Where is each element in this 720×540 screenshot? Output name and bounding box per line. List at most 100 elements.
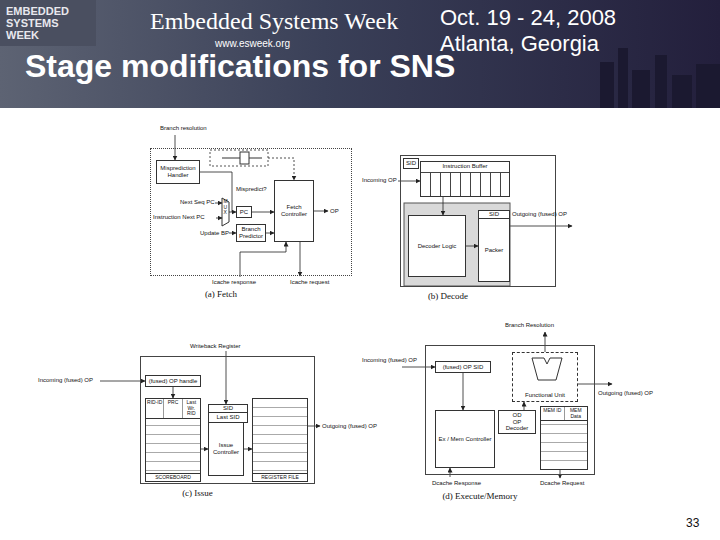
box-label: Functional Unit [525, 392, 565, 399]
connector [201, 449, 208, 450]
event-place: Atlanta, Georgia [440, 32, 599, 56]
logo-text: EMBEDDED [6, 5, 69, 17]
register-symbol [240, 152, 249, 164]
connector [524, 402, 525, 410]
mux-label: MUX [224, 199, 227, 216]
register-box: SIDLast SID [208, 404, 248, 423]
box-label: Branch Predictor [239, 226, 263, 239]
box-label: SID [406, 160, 416, 167]
box-label: Misprediction Handler [159, 165, 197, 178]
city-skyline [600, 48, 720, 108]
signal-label: Incoming (fused) OP [38, 377, 93, 384]
signal-label: Branch Resolution [505, 322, 554, 329]
stage-panel: (d) Execute/Memory(fused) OP SIDFunction… [425, 345, 595, 475]
table-title: SCOREBOARD [146, 473, 200, 482]
box-label: (fused) OP handle [149, 378, 198, 385]
box-label: Decoder Logic [418, 243, 457, 250]
signal-label: Outgoing (fused) OP [598, 390, 653, 397]
process-box: ODOP Decoder [498, 410, 536, 434]
box-label: Fetch Controller [277, 204, 311, 217]
signal-label: Next Seq PC [180, 199, 215, 206]
process-box: Ex / Mem Controller [435, 410, 495, 468]
signal-label: Outgoing (fused) OP [322, 423, 377, 430]
table-header: MEM IDMEM Data [541, 407, 587, 421]
event-name: Embedded Systems Week [150, 8, 398, 34]
box-label: Packer [484, 247, 505, 254]
signal-label: OP [330, 208, 339, 215]
web-address: www.esweek.org [215, 38, 290, 49]
stage-caption: (b) Decode [371, 292, 525, 302]
box-label: Last SID [215, 414, 240, 421]
box-label: Ex / Mem Controller [438, 436, 491, 443]
box-label: Instruction Buffer [421, 162, 509, 173]
header-banner [0, 0, 720, 108]
wire [222, 158, 262, 159]
stage-panel: (b) DecodeSIDInstruction BufferDecoder L… [400, 155, 556, 287]
process-box: Fetch Controller [274, 180, 314, 242]
logo-text: SYSTEMS [6, 17, 59, 29]
box-label: OP Decoder [501, 419, 533, 432]
signal-label: Mispredict? [236, 186, 267, 193]
shaded-panel [404, 203, 510, 286]
table-cell: Last Wr. RID [183, 399, 200, 418]
connector [244, 449, 252, 450]
table-cell: PRC [164, 399, 182, 418]
process-box: Issue Controller [208, 422, 244, 476]
signal-label: Icache request [290, 279, 329, 286]
stage-panel: (c) Issue(fused) OP handleRID-IDPRCLast … [140, 356, 315, 484]
signal-label: Incoming (fused) OP [362, 357, 417, 364]
process-box: SID [403, 158, 419, 169]
dotted-region [210, 150, 268, 166]
stage-caption: (a) Fetch [121, 290, 321, 300]
buffer-box: Instruction Buffer [420, 161, 510, 197]
process-box: Misprediction Handler [156, 160, 200, 184]
box-label: SID [209, 405, 247, 413]
signal-label: Branch resolution [160, 125, 207, 132]
alu-symbol [532, 358, 562, 380]
signal-label: Writeback Register [190, 343, 241, 350]
stage-panel: (a) FetchMisprediction HandlerPCFetch Co… [150, 148, 352, 276]
connector [173, 387, 174, 398]
process-box: PC [236, 206, 252, 218]
signal-label: Outgoing (fused) OP [512, 211, 567, 218]
table-box: RID-IDPRCLast Wr. RID SCOREBOARD [145, 398, 201, 482]
signal-label: Icache response [212, 279, 256, 286]
box-label: Issue Controller [211, 442, 241, 455]
connector [266, 233, 274, 234]
slide-title: Stage modifications for SNS [25, 50, 455, 82]
table-cell: MEM ID [541, 407, 565, 420]
functional-unit: Functional Unit [512, 352, 578, 402]
logo-block [0, 0, 96, 46]
page-number: 33 [686, 517, 699, 530]
box-label: PC [240, 209, 248, 216]
table-box: MEM IDMEM Data [540, 406, 588, 470]
box-label: (fused) OP SID [443, 364, 484, 371]
mux-symbol [222, 198, 229, 226]
signal-label: Dcache Request [540, 480, 584, 487]
connector [463, 373, 464, 410]
box-label: OD [513, 412, 522, 419]
event-date: Oct. 19 - 24, 2008 [440, 6, 616, 30]
signal-label: Dcache Response [432, 480, 481, 487]
signal-label: Instruction Next PC [153, 214, 205, 221]
stage-caption: (d) Execute/Memory [396, 492, 564, 502]
connector [443, 197, 444, 215]
table-title: REGISTER FILE [253, 473, 307, 482]
process-box: Decoder Logic [408, 215, 466, 277]
table-box: REGISTER FILE [252, 398, 308, 482]
process-box: (fused) OP SID [435, 361, 491, 373]
connector [252, 212, 274, 213]
signal-label: Update BP [200, 230, 229, 237]
connector [466, 246, 478, 247]
logo-text: WEEK [6, 29, 39, 41]
stage-caption: (c) Issue [111, 489, 284, 499]
process-box: (fused) OP handle [145, 375, 201, 387]
connector [200, 172, 236, 212]
process-box: Branch Predictor [236, 224, 266, 242]
signal-label: Incoming OP [362, 177, 397, 184]
register-box: SID Packer [478, 210, 510, 282]
table-cell: RID-ID [146, 399, 164, 418]
table-cell: MEM Data [565, 407, 588, 420]
box-label: SID [479, 211, 509, 219]
